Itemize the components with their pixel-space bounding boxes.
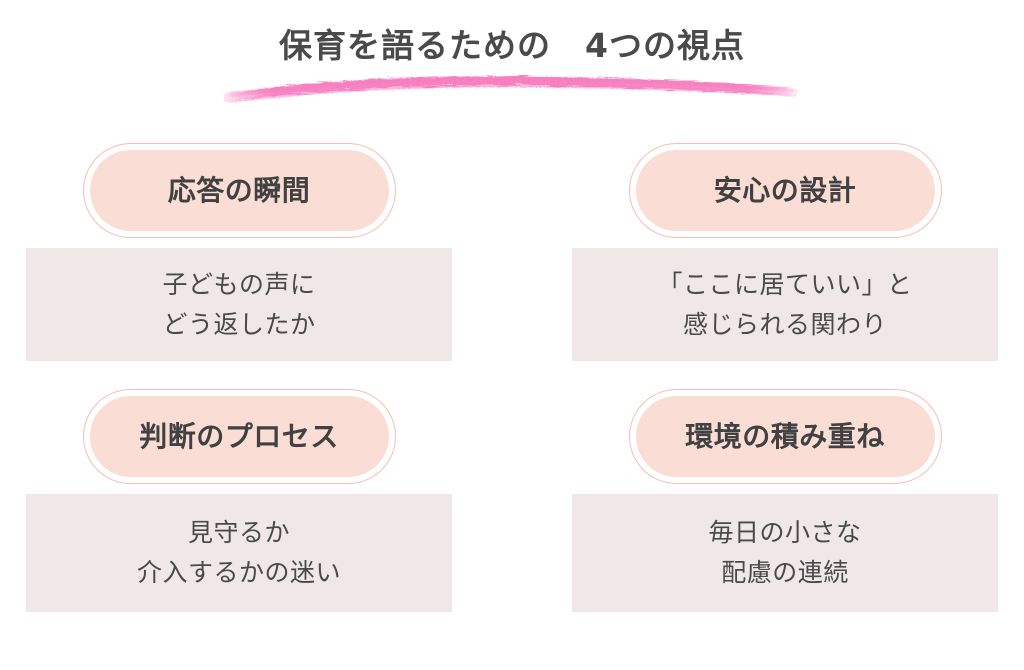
pill-label-3: 判断のプロセス [139, 419, 339, 453]
card-response-moment: 応答の瞬間 子どもの声に どう返したか [26, 143, 452, 361]
card-body-4-line-1: 毎日の小さな [708, 518, 862, 547]
pill-label-2: 安心の設計 [713, 173, 857, 207]
pill-inner-1: 応答の瞬間 [89, 150, 389, 231]
card-body-3: 見守るか 介入するかの迷い [26, 494, 452, 612]
card-body-4-line-2: 配慮の連続 [721, 558, 849, 587]
pill-inner-3: 判断のプロセス [89, 396, 389, 477]
card-body-3-line-2: 介入するかの迷い [136, 558, 341, 587]
pill-inner-4: 環境の積み重ね [635, 396, 935, 477]
brush-underline [222, 74, 802, 106]
card-body-1-line-1: 子どもの声に [162, 269, 316, 299]
pill-inner-2: 安心の設計 [635, 150, 935, 231]
card-body-2-line-1: 「ここに居ていい」と [657, 269, 913, 299]
card-anshin-design: 安心の設計 「ここに居ていい」と 感じられる関わり [572, 143, 998, 361]
card-body-2-line-2: 感じられる関わり [682, 309, 887, 339]
card-body-1: 子どもの声に どう返したか [26, 248, 452, 361]
pill-heading-4[interactable]: 環境の積み重ね [628, 389, 942, 484]
pill-heading-3[interactable]: 判断のプロセス [82, 389, 396, 484]
title-block: 保育を語るための 4つの視点 [0, 24, 1024, 68]
card-grid: 応答の瞬間 子どもの声に どう返したか 安心の設計 「ここに居ていい」と 感じら… [26, 143, 1000, 612]
pill-label-1: 応答の瞬間 [167, 173, 311, 207]
pill-label-4: 環境の積み重ね [685, 419, 885, 453]
card-body-4: 毎日の小さな 配慮の連続 [572, 494, 998, 612]
card-body-2: 「ここに居ていい」と 感じられる関わり [572, 248, 998, 361]
pill-heading-2[interactable]: 安心の設計 [628, 143, 942, 238]
card-body-3-line-1: 見守るか [187, 518, 290, 547]
page-title: 保育を語るための 4つの視点 [279, 26, 745, 65]
card-body-1-line-2: どう返したか [162, 309, 316, 339]
card-environment-accumulation: 環境の積み重ね 毎日の小さな 配慮の連続 [572, 389, 998, 612]
card-judgement-process: 判断のプロセス 見守るか 介入するかの迷い [26, 389, 452, 612]
pill-heading-1[interactable]: 応答の瞬間 [82, 143, 396, 238]
